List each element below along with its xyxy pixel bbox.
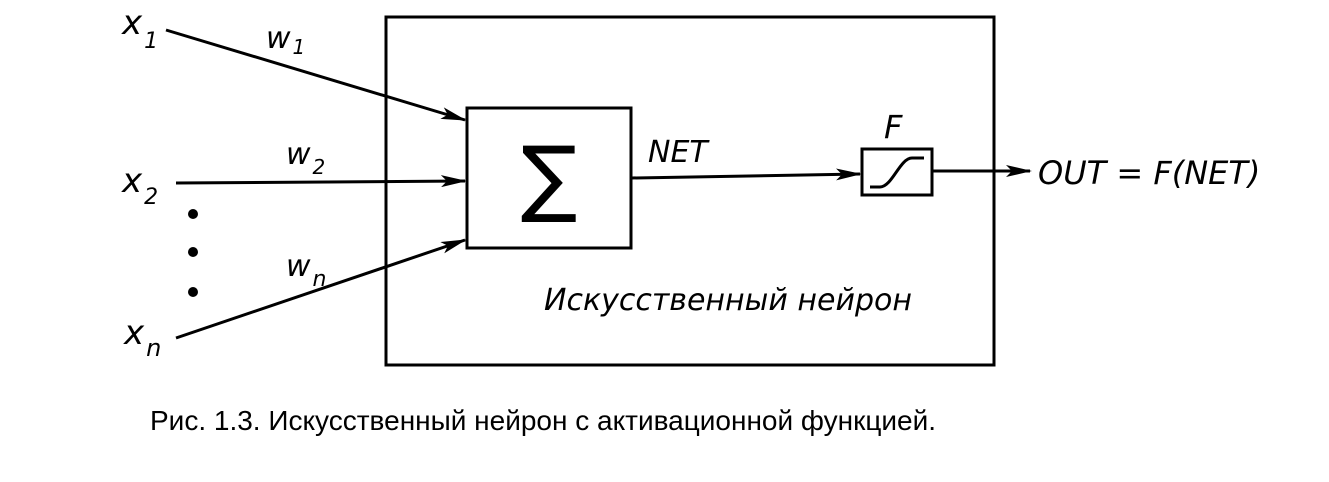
arrow-net xyxy=(631,168,862,181)
ellipsis-dot xyxy=(188,247,198,257)
activation-label: F xyxy=(884,108,903,146)
neuron-box xyxy=(384,15,996,367)
summation-block xyxy=(465,106,633,250)
activation-block xyxy=(860,147,934,197)
sigmoid-curve-icon xyxy=(870,156,924,189)
weight-label-wn: wn xyxy=(286,249,327,292)
ellipsis-dot xyxy=(188,209,198,219)
input-label-xn: xn xyxy=(123,313,161,362)
arrow-x2 xyxy=(175,175,467,188)
input-label-x2: x2 xyxy=(121,161,158,210)
neuron-label: Искусственный нейрон xyxy=(544,283,912,318)
arrow-xn xyxy=(175,238,467,340)
input-label-x1: x1 xyxy=(121,3,158,54)
summation-symbol: ∑ xyxy=(521,128,578,226)
ellipsis-dot xyxy=(188,287,198,297)
net-label: NET xyxy=(648,135,710,170)
figure-caption: Рис. 1.3. Искусственный нейрон с активац… xyxy=(150,405,936,436)
output-label: OUT = F(NET) xyxy=(1038,154,1260,192)
arrow-x1 xyxy=(165,28,467,122)
